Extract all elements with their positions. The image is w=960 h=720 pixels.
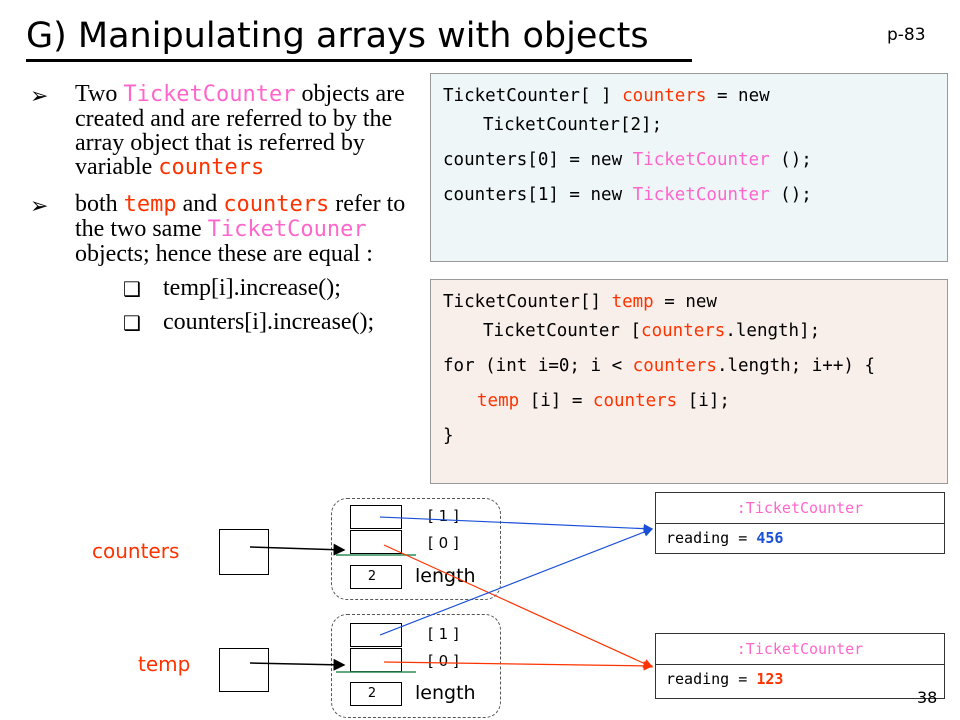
bullet-text: objects are created and are referred to …	[75, 81, 405, 180]
code-box-copy-loop: TicketCounter[] temp = new TicketCounter…	[430, 279, 948, 484]
code-line: counters[1] = new TicketCounter ();	[443, 185, 812, 205]
length-box	[350, 682, 402, 706]
bullet-item-1: ➢ Two TicketCounter objects are created …	[30, 82, 420, 180]
code-box-declaration: TicketCounter[ ] counters = new TicketCo…	[430, 73, 948, 262]
code-term: TicketCounter	[123, 82, 296, 107]
object-field: reading = 456	[666, 529, 784, 547]
temp-slot1-arrow	[379, 527, 654, 636]
length-label: length	[415, 682, 476, 704]
counters-slot1-arrow	[379, 516, 654, 534]
slide-title: G) Manipulating arrays with objects	[26, 16, 649, 56]
square-bullet-icon: ❑	[123, 313, 141, 335]
code-line: TicketCounter[] temp = new	[443, 292, 717, 312]
code-line: TicketCounter[ ] counters = new	[443, 86, 770, 106]
length-label: length	[415, 565, 476, 587]
page-reference: p-83	[887, 25, 926, 45]
object-field: reading = 123	[666, 670, 784, 688]
counters-slot0-arrow	[383, 544, 654, 668]
bullet-text: Two	[75, 81, 124, 107]
code-line: TicketCounter[2];	[483, 115, 663, 135]
object-header: :TicketCounter	[656, 634, 944, 665]
sub-bullet-1: ❑ temp[i].increase();	[75, 275, 420, 301]
arrow-bullet-icon: ➢	[30, 83, 49, 108]
index-label-0: [ 0 ]	[428, 652, 459, 670]
code-term: temp	[123, 192, 177, 217]
code-term: TicketCouner	[207, 217, 367, 242]
bullet-item-2: ➢ both temp and counters refer to the tw…	[30, 191, 420, 335]
bullet-text: both	[75, 191, 124, 217]
temp-slot0-arrow	[383, 661, 654, 671]
code-line: }	[443, 426, 454, 446]
array-slot-1	[350, 623, 402, 647]
sub-bullet-text: temp[i].increase();	[163, 275, 341, 301]
array-object-temp	[331, 614, 501, 718]
code-term: counters	[158, 155, 265, 180]
temp-variable-label: temp	[138, 652, 191, 676]
slide-number: 38	[917, 688, 938, 707]
code-line: counters[0] = new TicketCounter ();	[443, 150, 812, 170]
arrow-bullet-icon: ➢	[30, 193, 49, 218]
temp-to-array-arrow	[249, 658, 346, 671]
bullet-list: ➢ Two TicketCounter objects are created …	[30, 82, 420, 346]
bullet-text: refer to the two same	[75, 191, 406, 242]
title-underline	[26, 59, 692, 62]
sub-bullet-2: ❑ counters[i].increase();	[75, 309, 420, 335]
code-term: counters	[223, 192, 330, 217]
code-line: for (int i=0; i < counters.length; i++) …	[443, 356, 875, 376]
index-label-1: [ 1 ]	[428, 625, 459, 643]
object-header: :TicketCounter	[656, 493, 944, 524]
counters-to-array-arrow	[249, 543, 346, 556]
counters-variable-label: counters	[92, 539, 180, 563]
code-line: TicketCounter [counters.length];	[483, 321, 821, 341]
square-bullet-icon: ❑	[123, 279, 141, 301]
ticketcounter-object-123: :TicketCounter reading = 123	[655, 633, 945, 699]
counters-reference-box	[219, 529, 269, 575]
bullet-text: and	[176, 191, 224, 217]
length-value: 2	[367, 686, 377, 701]
array-slot-0	[350, 530, 402, 554]
index-label-0: [ 0 ]	[428, 534, 459, 552]
bullet-text: objects; hence these are equal :	[75, 241, 373, 267]
ticketcounter-object-456: :TicketCounter reading = 456	[655, 492, 945, 554]
code-line: temp [i] = counters [i];	[477, 391, 730, 411]
sub-bullet-text: counters[i].increase();	[163, 309, 375, 335]
temp-reference-box	[219, 648, 269, 692]
length-value: 2	[367, 569, 377, 584]
length-box	[350, 565, 402, 589]
